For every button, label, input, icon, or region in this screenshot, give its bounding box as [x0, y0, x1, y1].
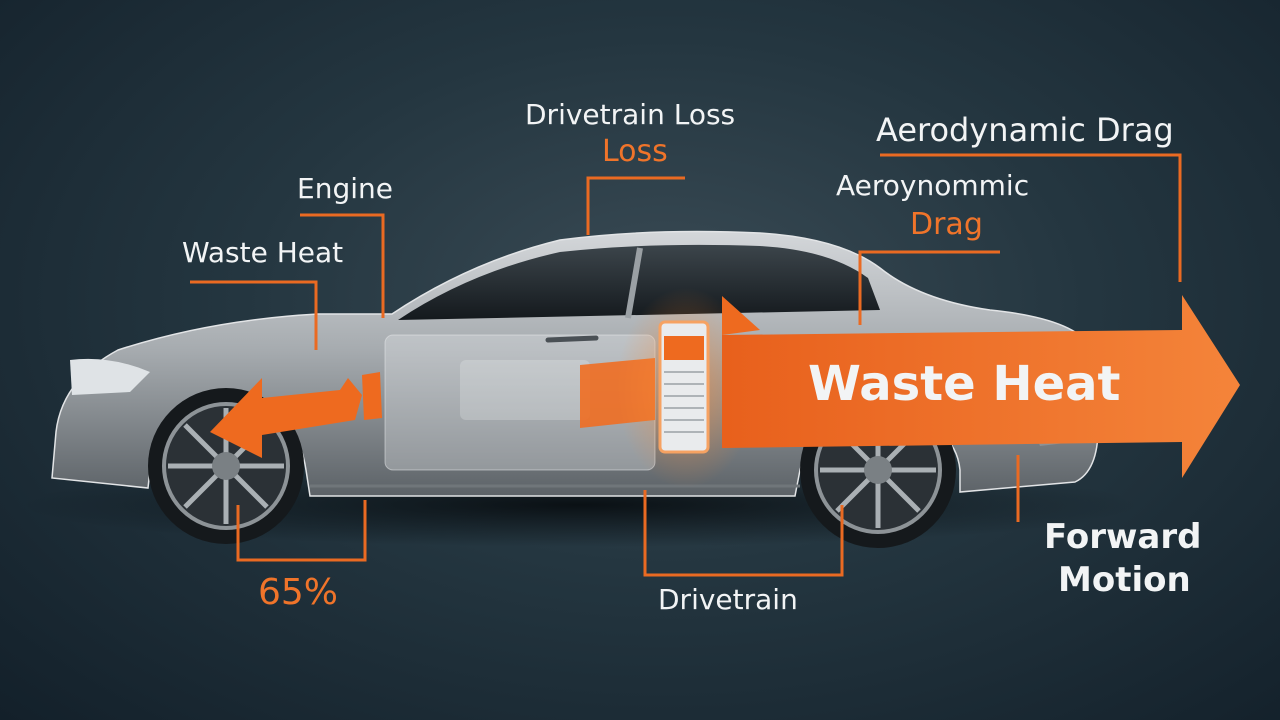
aeroynommic-label: Aeroynommic: [836, 169, 1030, 202]
drag-label: Drag: [910, 207, 983, 242]
aero-drag-leader: [880, 153, 1182, 282]
forward-motion-line-2: Motion: [1058, 560, 1191, 600]
drivetrain-label: Drivetrain: [658, 583, 798, 616]
waste-heat-arrow-label: Waste Heat: [808, 356, 1121, 412]
car-windows: [398, 244, 880, 320]
battery-cell-hot: [664, 336, 704, 360]
exhaust-heat-pipe: [362, 372, 382, 420]
battery-cell-lines: [664, 371, 704, 433]
percent-leader: [236, 500, 367, 562]
drivetrain-loss-leader: [586, 176, 685, 235]
headlight: [70, 358, 150, 395]
loss-label: Loss: [602, 134, 668, 169]
arrow-notch-top: [722, 296, 760, 335]
engine-heat-arrow: [210, 378, 362, 458]
door-handle: [545, 335, 599, 343]
engine-label: Engine: [297, 172, 393, 205]
waste-heat-arrow: [722, 295, 1240, 478]
callout-lines: [190, 153, 1182, 577]
percent-label: 65%: [258, 572, 339, 613]
waste-heat-leader: [190, 280, 318, 350]
aerodynamic-drag-heading: Aerodynamic Drag: [876, 111, 1174, 149]
drivetrain-leader: [643, 490, 844, 577]
b-pillar: [625, 247, 643, 319]
car-silhouette: [51, 230, 1099, 497]
aero-small-leader: [858, 250, 1000, 325]
waste-heat-label: Waste Heat: [182, 236, 344, 269]
forward-motion-line-1: Forward: [1044, 517, 1202, 557]
engine-leader: [300, 213, 385, 318]
drivetrain-loss-label: Drivetrain Loss: [525, 98, 736, 131]
engine-block: [460, 360, 590, 420]
